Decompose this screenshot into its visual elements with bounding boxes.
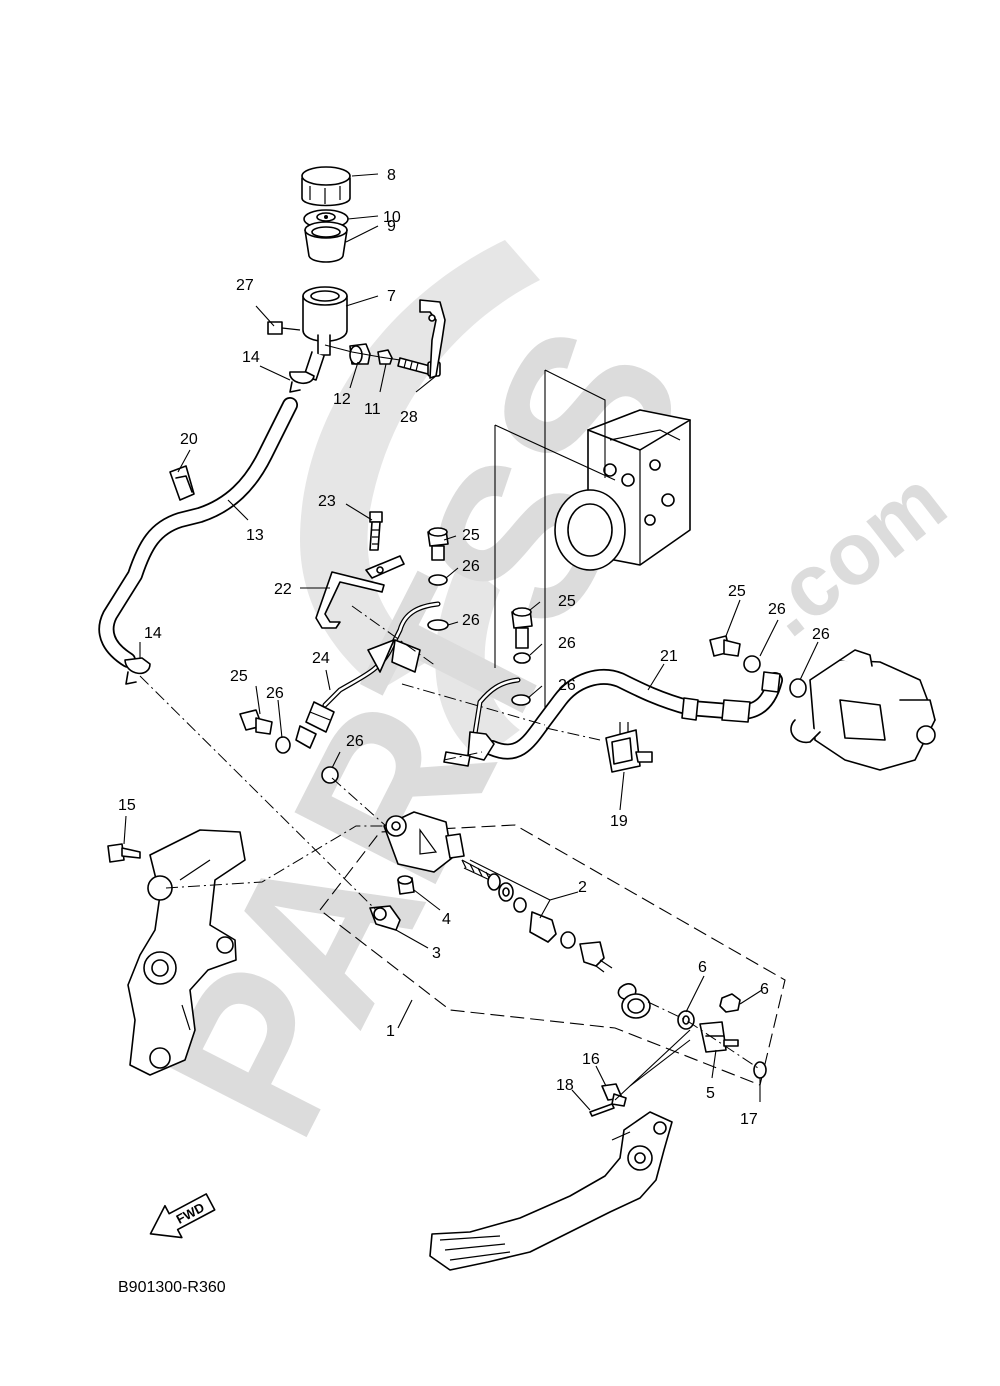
hose-holder-20 bbox=[169, 465, 195, 501]
callout-26f: 26 bbox=[346, 733, 364, 750]
washer-cylinder-a bbox=[275, 736, 291, 754]
washer-middle-a bbox=[513, 652, 531, 664]
rear-caliper bbox=[790, 649, 936, 771]
callout-25a: 25 bbox=[462, 527, 480, 544]
leader-lines bbox=[123, 173, 819, 1111]
callout-9: 9 bbox=[387, 218, 396, 235]
abs-reference-lines bbox=[494, 369, 616, 725]
callout-26d: 26 bbox=[558, 677, 576, 694]
washer-upper-a bbox=[428, 574, 448, 586]
chain-lines bbox=[139, 605, 759, 1069]
callout-2: 2 bbox=[578, 879, 587, 896]
forward-arrow-icon: FWD bbox=[149, 1193, 216, 1239]
callout-8: 8 bbox=[387, 167, 396, 184]
callout-26a: 26 bbox=[462, 558, 480, 575]
diaphragm bbox=[304, 221, 348, 263]
washer-17 bbox=[753, 1061, 767, 1079]
nut-6-a bbox=[677, 1010, 695, 1030]
washer-middle-b bbox=[511, 694, 531, 706]
union-bolt-cylinder bbox=[239, 709, 273, 735]
washer-upper-b bbox=[427, 619, 449, 631]
hose-bracket-19 bbox=[605, 722, 653, 773]
piston-parts bbox=[461, 859, 651, 1019]
callout-24: 24 bbox=[312, 650, 330, 667]
hose-joint-3 bbox=[369, 905, 401, 931]
reservoir-hose bbox=[98, 397, 298, 668]
pin-16 bbox=[601, 1083, 627, 1107]
callout-25c: 25 bbox=[230, 668, 248, 685]
union-bolt-upper bbox=[427, 527, 449, 561]
brake-pipe-abs bbox=[443, 677, 521, 767]
callout-14a: 14 bbox=[242, 349, 260, 366]
callout-26e: 26 bbox=[266, 685, 284, 702]
callout-3: 3 bbox=[432, 945, 441, 962]
bolt-15 bbox=[107, 843, 141, 863]
watermark-suffix: .com bbox=[741, 451, 964, 655]
brake-pipe-24 bbox=[295, 601, 441, 749]
abs-hydraulic-unit bbox=[554, 409, 691, 571]
callout-16: 16 bbox=[582, 1051, 600, 1068]
footrest-bracket bbox=[127, 829, 246, 1076]
hose-bracket-22 bbox=[315, 555, 405, 629]
washer-cylinder-b bbox=[321, 766, 339, 784]
collar-11 bbox=[377, 349, 393, 365]
callout-17: 17 bbox=[740, 1111, 758, 1128]
clip-4 bbox=[397, 875, 415, 895]
master-cylinder-body bbox=[383, 811, 465, 873]
callout-19: 19 bbox=[610, 813, 628, 830]
cotter-pin-18 bbox=[589, 1103, 615, 1117]
callout-15: 15 bbox=[118, 797, 136, 814]
diagram-code: B901300-R360 bbox=[118, 1279, 226, 1296]
washer-caliper-b bbox=[789, 678, 807, 698]
callout-4: 4 bbox=[442, 911, 451, 928]
reservoir-tank bbox=[302, 286, 348, 381]
callout-22: 22 bbox=[274, 581, 292, 598]
callout-12: 12 bbox=[333, 391, 351, 408]
callout-numbers: 8 10 9 7 27 14 12 11 28 20 13 23 25 26 2… bbox=[118, 167, 830, 1128]
callout-21: 21 bbox=[660, 648, 678, 665]
reservoir-bracket bbox=[419, 299, 446, 379]
callout-26h: 26 bbox=[812, 626, 830, 643]
callout-23: 23 bbox=[318, 493, 336, 510]
callout-26b: 26 bbox=[462, 612, 480, 629]
callout-7: 7 bbox=[387, 288, 396, 305]
callout-20: 20 bbox=[180, 431, 198, 448]
brake-hose-21 bbox=[484, 668, 783, 760]
grommet-12 bbox=[349, 343, 371, 365]
callout-26c: 26 bbox=[558, 635, 576, 652]
reservoir-screw bbox=[267, 321, 301, 335]
callout-26g: 26 bbox=[768, 601, 786, 618]
callout-6a: 6 bbox=[698, 959, 707, 976]
watermark-swoosh-lower bbox=[435, 560, 520, 760]
watermark-swoosh bbox=[300, 240, 540, 690]
callout-25b: 25 bbox=[558, 593, 576, 610]
callout-11: 11 bbox=[364, 401, 381, 418]
nut-6-b bbox=[719, 993, 741, 1013]
union-bolt-middle bbox=[511, 607, 533, 649]
callout-10: 10 bbox=[383, 209, 401, 226]
callout-25d: 25 bbox=[728, 583, 746, 600]
washer-caliper-a bbox=[743, 655, 761, 673]
reservoir-chain-line bbox=[324, 344, 401, 361]
callout-14b: 14 bbox=[144, 625, 162, 642]
reservoir-cap bbox=[301, 166, 351, 207]
union-bolt-caliper bbox=[709, 635, 741, 657]
callout-1: 1 bbox=[386, 1023, 395, 1040]
callout-28: 28 bbox=[400, 409, 418, 426]
hose-clip-upper bbox=[289, 371, 315, 393]
brake-pedal bbox=[429, 1111, 673, 1271]
bolt-23 bbox=[369, 511, 383, 551]
callout-5: 5 bbox=[706, 1085, 715, 1102]
callout-18: 18 bbox=[556, 1077, 574, 1094]
callout-13: 13 bbox=[246, 527, 264, 544]
hose-clip-lower bbox=[124, 657, 151, 685]
callout-27: 27 bbox=[236, 277, 254, 294]
callout-6b: 6 bbox=[760, 981, 769, 998]
clevis-5 bbox=[699, 1021, 739, 1053]
